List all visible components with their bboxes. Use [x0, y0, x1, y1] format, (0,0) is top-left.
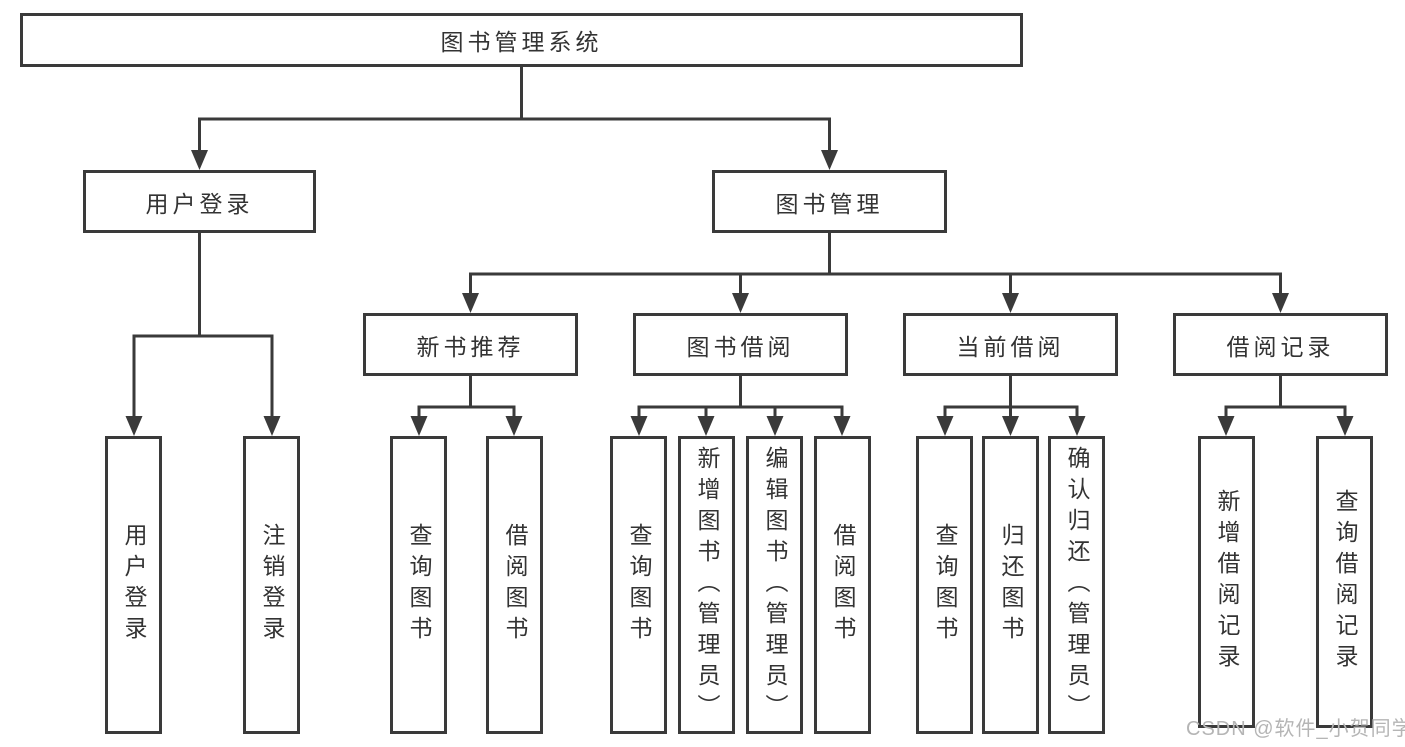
node-leaf-add-borrow-record: 新增借阅记录 [1198, 436, 1255, 728]
node-leaf-edit-book-admin: 编辑图书（管理员） [746, 436, 803, 734]
node-user-login-group: 用户登录 [83, 170, 316, 233]
node-leaf-user-login: 用户登录 [105, 436, 162, 734]
node-leaf-query-books-1: 查询图书 [390, 436, 447, 734]
node-borrowing-records: 借阅记录 [1173, 313, 1388, 376]
node-root: 图书管理系统 [20, 13, 1023, 67]
node-leaf-return-book: 归还图书 [982, 436, 1039, 734]
node-new-book-recommend: 新书推荐 [363, 313, 578, 376]
node-leaf-borrow-book-2: 借阅图书 [814, 436, 871, 734]
connector-new-book-recommend-split [410, 376, 523, 436]
node-leaf-confirm-return-admin: 确认归还（管理员） [1048, 436, 1105, 734]
node-leaf-add-book-admin: 新增图书（管理员） [678, 436, 735, 734]
node-leaf-logout: 注销登录 [243, 436, 300, 734]
connector-user-login-split [125, 233, 281, 436]
node-leaf-query-books-2: 查询图书 [610, 436, 667, 734]
connector-book-management-split [462, 233, 1289, 313]
connector-borrowing-records-split [1217, 376, 1354, 436]
connector-current-borrowing-split [936, 376, 1086, 436]
node-leaf-query-borrow-record: 查询借阅记录 [1316, 436, 1373, 728]
node-book-borrowing: 图书借阅 [633, 313, 848, 376]
node-book-management: 图书管理 [712, 170, 947, 233]
watermark: CSDN @软件_小贺同学 [1186, 718, 1405, 740]
node-current-borrowing: 当前借阅 [903, 313, 1118, 376]
connector-book-borrowing-split [630, 376, 851, 436]
node-leaf-borrow-book-1: 借阅图书 [486, 436, 543, 734]
node-leaf-query-books-3: 查询图书 [916, 436, 973, 734]
connector-root-split [191, 67, 838, 170]
